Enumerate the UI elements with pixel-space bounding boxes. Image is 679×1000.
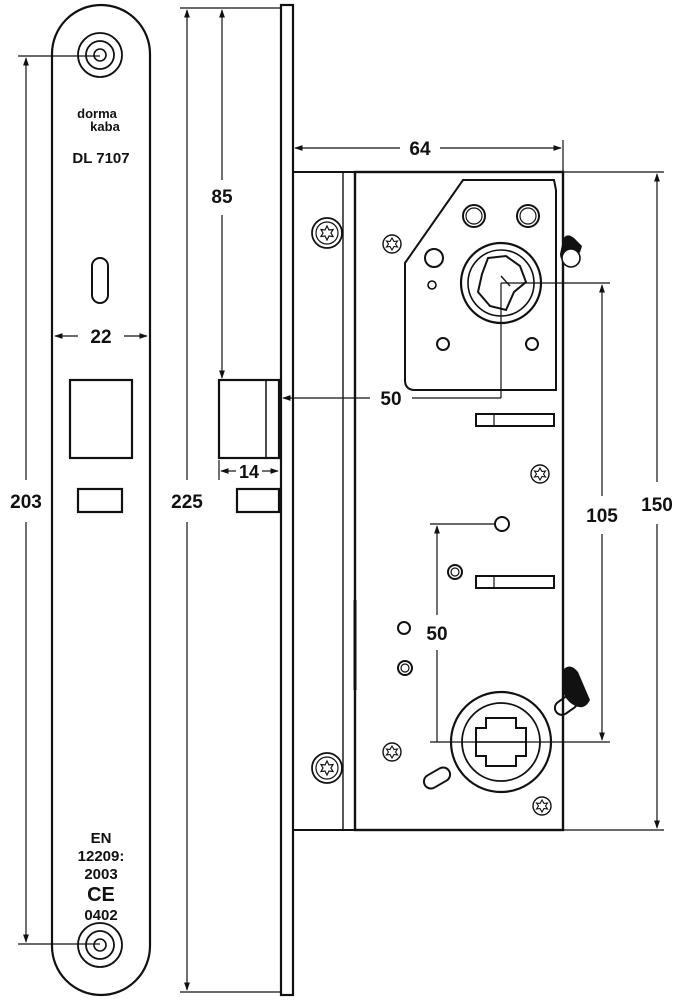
brand-line2: kaba xyxy=(90,119,120,134)
screw-icon xyxy=(311,752,343,784)
brand-line1: dorma xyxy=(77,106,118,121)
screw-icon xyxy=(382,234,402,254)
latch-bolt xyxy=(217,378,281,460)
dim-lower-50-label: 50 xyxy=(426,624,447,645)
latch-opening xyxy=(68,378,134,460)
dimension-backset: 50 xyxy=(282,283,502,410)
faceplate-slot xyxy=(91,257,109,304)
dim-case-depth-label: 64 xyxy=(409,139,431,160)
dimension-faceplate-width: 22 xyxy=(54,327,148,348)
bottom-screw-hole xyxy=(77,922,123,968)
screw-icon xyxy=(382,742,402,762)
upper-slot xyxy=(475,413,555,427)
dim-forend-length-label: 225 xyxy=(171,492,203,513)
standard-year: 2003 xyxy=(84,866,117,883)
ce-mark-icon: CE xyxy=(87,884,115,906)
dimension-forend-length: 225 xyxy=(171,7,281,993)
dimension-case-height: 150 xyxy=(563,171,673,831)
lock-case xyxy=(353,170,565,832)
dimension-85: 85 xyxy=(211,9,233,379)
dimension-faceplate-length: 203 xyxy=(10,55,100,945)
dim-case-height-label: 150 xyxy=(641,495,673,516)
screw-icon xyxy=(532,796,552,816)
dimension-center-distance: 105 xyxy=(501,282,618,743)
lock-side-view: 14 xyxy=(217,3,590,997)
dim-latch-projection-label: 14 xyxy=(239,462,259,482)
forend-edge xyxy=(279,3,295,997)
dim-faceplate-length-label: 203 xyxy=(10,492,42,513)
top-screw-hole xyxy=(77,32,123,78)
faceplate-front-view: dorma kaba DL 7107 EN 12209: 2003 CE 040… xyxy=(50,3,152,997)
model-label: DL 7107 xyxy=(72,150,129,167)
cam-plate xyxy=(404,179,557,391)
ce-number: 0402 xyxy=(84,907,117,924)
standard-label: EN xyxy=(91,830,112,847)
dim-backset-label: 50 xyxy=(380,389,401,410)
dimension-lower-50: 50 xyxy=(426,523,501,743)
slanted-slot xyxy=(422,766,452,790)
hook-lower xyxy=(563,666,590,708)
faceplate-outline xyxy=(50,3,152,997)
dim-85-label: 85 xyxy=(211,187,233,208)
screw-icon xyxy=(530,464,550,484)
dim-faceplate-width-label: 22 xyxy=(90,327,111,348)
deadlatch xyxy=(235,487,281,514)
dimension-latch-projection: 14 xyxy=(218,460,279,482)
screw-icon xyxy=(311,217,343,249)
mounting-bracket xyxy=(292,171,356,831)
standard-number: 12209: xyxy=(78,848,125,865)
dimension-case-depth: 64 xyxy=(292,139,564,172)
dim-center-distance-label: 105 xyxy=(586,506,618,527)
deadlatch-opening xyxy=(76,487,124,514)
lower-slot xyxy=(475,575,555,589)
